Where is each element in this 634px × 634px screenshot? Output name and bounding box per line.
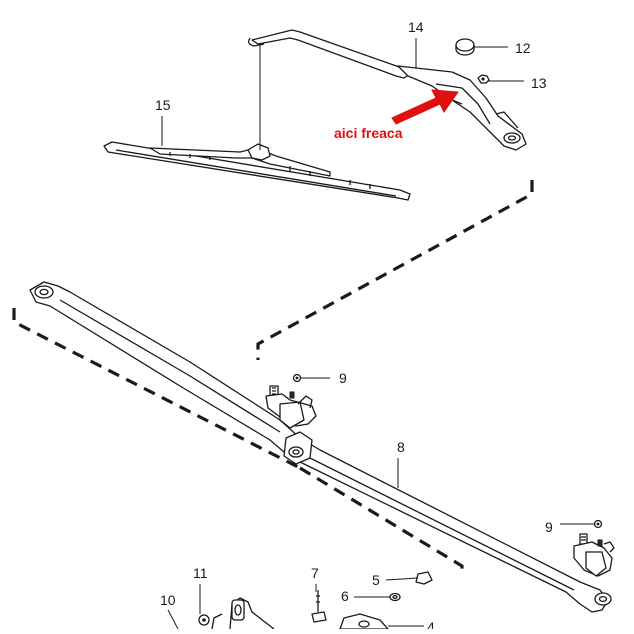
nut-5 <box>415 571 433 585</box>
part-number-6: 6 <box>341 588 349 604</box>
part-number-13: 13 <box>531 75 547 91</box>
motor-bracket-partial <box>211 597 275 630</box>
pivot-bracket-middle <box>265 385 317 429</box>
part-number-14: 14 <box>408 19 424 35</box>
part-number-5: 5 <box>372 572 380 588</box>
dashed-line-left <box>12 308 301 470</box>
part-number-9-upper: 9 <box>339 370 347 386</box>
leader-lines <box>161 38 594 630</box>
wiper-linkage-rod <box>29 281 612 613</box>
part-number-4: 4 <box>427 619 435 629</box>
pivot-bracket-right <box>573 533 615 577</box>
bracket-4-partial <box>339 613 389 630</box>
part-number-10: 10 <box>160 592 176 608</box>
part-number-7: 7 <box>311 565 319 581</box>
wiper-blade <box>103 141 411 201</box>
part-number-15: 15 <box>155 97 171 113</box>
bolt-11 <box>198 614 210 626</box>
wiper-arm <box>248 29 527 151</box>
dashed-line-arm-to-pivot <box>256 180 534 360</box>
part-number-9-lower: 9 <box>545 519 553 535</box>
part-number-12: 12 <box>515 40 531 56</box>
red-arrow-icon <box>391 89 459 125</box>
nut-13 <box>477 74 490 84</box>
nut-9-upper <box>292 373 302 383</box>
washer-6 <box>389 592 401 602</box>
annotation-text: aici freaca <box>334 125 403 141</box>
part-number-8: 8 <box>397 439 405 455</box>
dashed-line-bottom <box>299 466 464 574</box>
part-number-11: 11 <box>193 565 208 581</box>
nut-9-lower <box>593 519 603 529</box>
cap-12 <box>455 38 475 56</box>
bolt-7 <box>311 590 327 623</box>
